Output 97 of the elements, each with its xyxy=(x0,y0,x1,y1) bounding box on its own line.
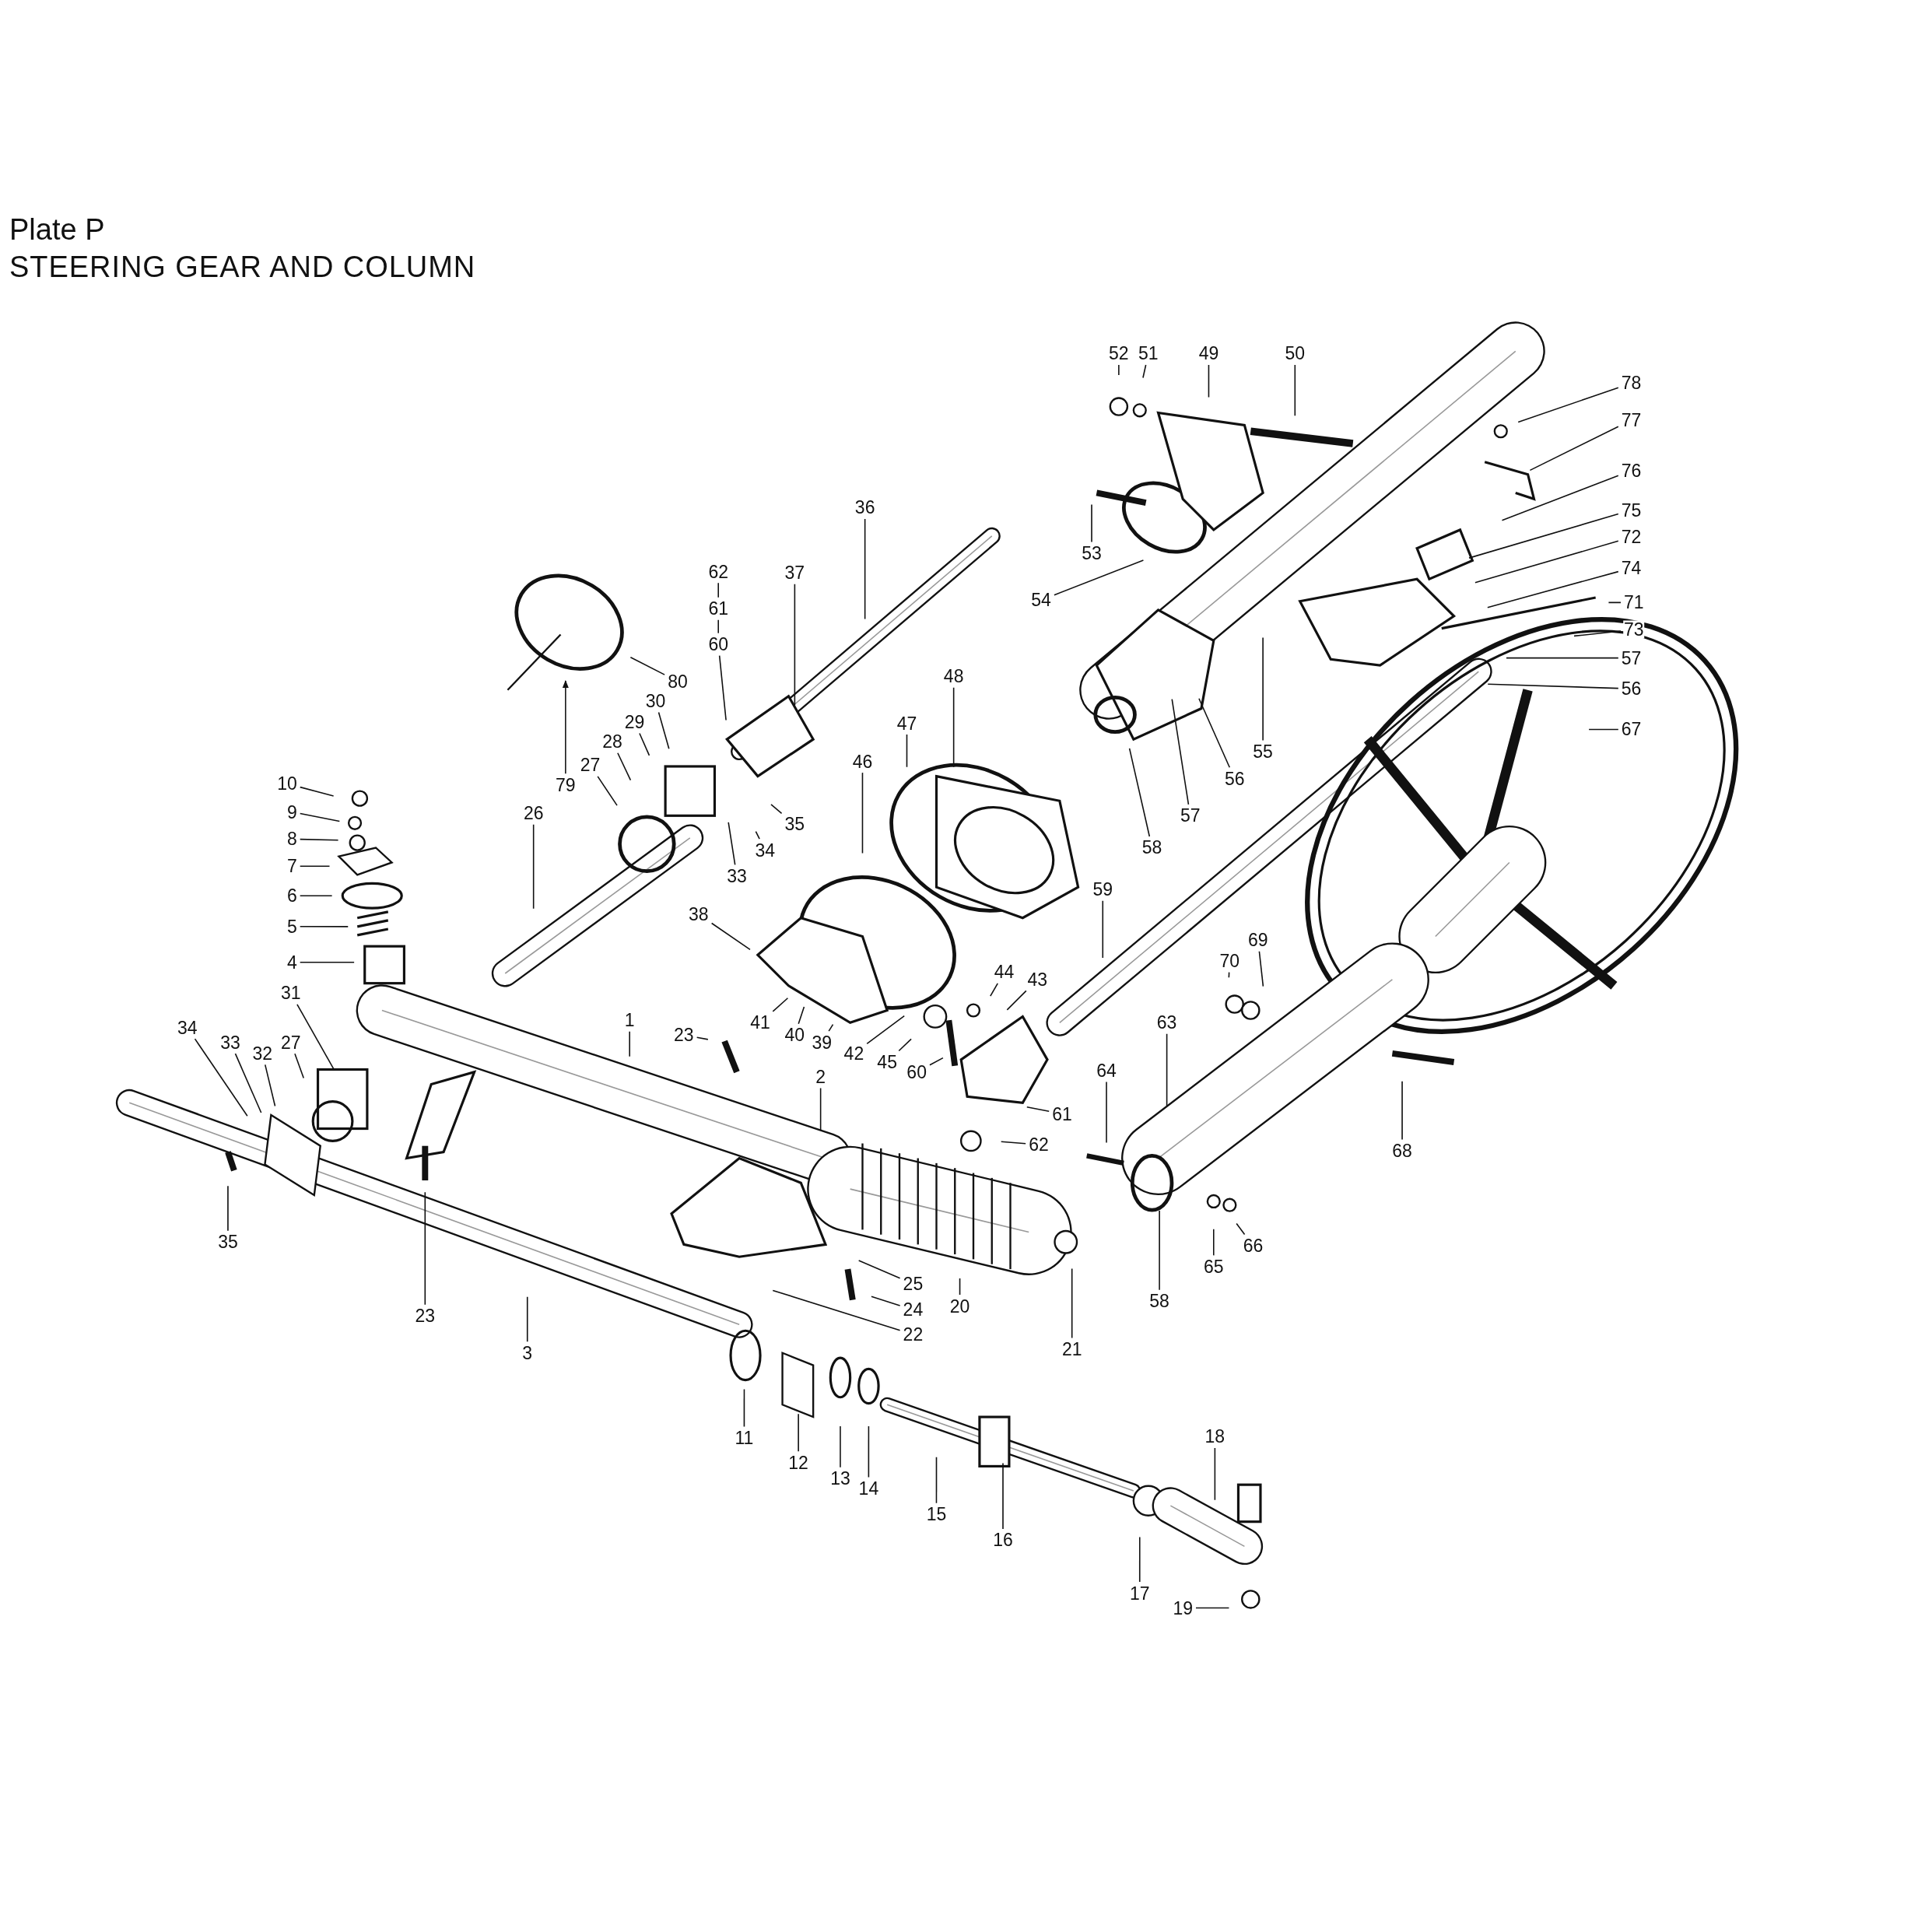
leader-line xyxy=(1501,475,1619,521)
leader-line xyxy=(906,734,908,768)
leader-line xyxy=(629,1030,630,1057)
leader-line xyxy=(1487,570,1619,608)
leader-line xyxy=(299,961,355,963)
leader-line xyxy=(1214,1447,1216,1501)
leader-line xyxy=(424,1191,426,1306)
leader-line xyxy=(717,582,719,598)
leader-line xyxy=(1506,657,1619,659)
leader-line xyxy=(234,1053,262,1113)
leader-line xyxy=(1091,503,1092,543)
leader-line xyxy=(819,1087,822,1131)
leader-line xyxy=(1195,1607,1230,1609)
leader-line xyxy=(772,997,789,1012)
leader-line xyxy=(868,1425,870,1478)
leader-line xyxy=(1142,364,1147,379)
leader-line xyxy=(866,1015,905,1045)
leader-line xyxy=(1128,748,1151,837)
leader-line xyxy=(1026,1106,1050,1113)
leader-line xyxy=(929,1057,944,1066)
leader-line xyxy=(1487,683,1619,689)
callout-number: 19 xyxy=(1172,1599,1194,1617)
leader-line xyxy=(1213,1228,1215,1257)
leader-line xyxy=(657,711,670,750)
leader-line xyxy=(227,1185,229,1232)
leader-line xyxy=(299,812,341,822)
leader-line xyxy=(1198,697,1231,769)
leader-line xyxy=(935,1456,938,1504)
leader-line xyxy=(1258,950,1264,987)
leader-line xyxy=(639,732,650,756)
title: STEERING GEAR AND COLUMN xyxy=(9,249,476,285)
leader-line xyxy=(798,1413,799,1452)
leader-line xyxy=(696,1036,709,1040)
leader-line xyxy=(1228,971,1230,979)
leader-line xyxy=(1106,1081,1107,1144)
leader-line xyxy=(1118,364,1120,376)
leader-line xyxy=(1159,1210,1160,1291)
callout-number: 73 xyxy=(1623,620,1645,639)
leader-line xyxy=(1102,900,1104,959)
callout-number: 61 xyxy=(1051,1105,1073,1123)
leader-line xyxy=(532,823,535,910)
leader-line xyxy=(299,926,349,927)
leader-line xyxy=(629,656,665,675)
leader-line xyxy=(743,1388,745,1428)
leader-line xyxy=(299,865,331,868)
leader-line xyxy=(526,1296,528,1342)
leader-line xyxy=(718,654,727,721)
leader-line xyxy=(871,1296,901,1306)
leader-line xyxy=(299,895,333,897)
leader-line xyxy=(296,1004,335,1071)
leader-line xyxy=(1002,1462,1004,1530)
leader-line xyxy=(794,584,796,707)
leader-line xyxy=(194,1038,248,1117)
plate-label: Plate P xyxy=(9,212,106,247)
leader-line xyxy=(717,619,719,634)
leader-line xyxy=(857,1260,901,1279)
leader-line xyxy=(898,1038,912,1052)
leader-line xyxy=(1529,426,1619,472)
leader-line xyxy=(990,983,998,997)
leader-line xyxy=(1401,1080,1403,1141)
leader-line xyxy=(1166,1033,1168,1106)
leader-line xyxy=(1006,990,1027,1011)
callout-number: 17 xyxy=(1128,1584,1151,1602)
leader-line xyxy=(1468,513,1619,559)
leader-line xyxy=(1071,1268,1073,1339)
leader-line xyxy=(299,786,335,797)
leader-line xyxy=(755,830,760,840)
leader-line xyxy=(864,518,866,620)
leader-line xyxy=(1294,364,1296,417)
leader-line xyxy=(1588,728,1619,731)
leader-line xyxy=(772,1289,901,1331)
leader-line xyxy=(597,776,618,806)
leader-line xyxy=(1054,559,1145,596)
leader-line xyxy=(1000,1141,1026,1145)
leader-line xyxy=(1171,698,1190,805)
leader-line xyxy=(299,838,339,841)
leader-line xyxy=(1573,630,1622,637)
leader-line xyxy=(959,1278,961,1296)
leader-line xyxy=(1138,1536,1141,1583)
leader-line xyxy=(828,1023,834,1032)
leader-line xyxy=(728,822,736,866)
leader-line xyxy=(770,804,783,815)
leader-line xyxy=(952,687,955,768)
leader-line xyxy=(1517,387,1619,423)
leader-line xyxy=(1474,540,1619,584)
leader-line xyxy=(861,772,864,854)
leader-line xyxy=(264,1064,276,1107)
leader-line xyxy=(562,680,569,774)
leader-line xyxy=(1608,601,1622,604)
leader-line xyxy=(798,1006,805,1025)
leader-line xyxy=(1236,1222,1246,1236)
leader-line xyxy=(617,752,632,781)
leader-line xyxy=(1208,364,1210,398)
leader-line xyxy=(840,1425,841,1468)
leader-line xyxy=(1262,636,1264,742)
leader-line xyxy=(710,922,751,951)
leader-line xyxy=(294,1053,305,1079)
